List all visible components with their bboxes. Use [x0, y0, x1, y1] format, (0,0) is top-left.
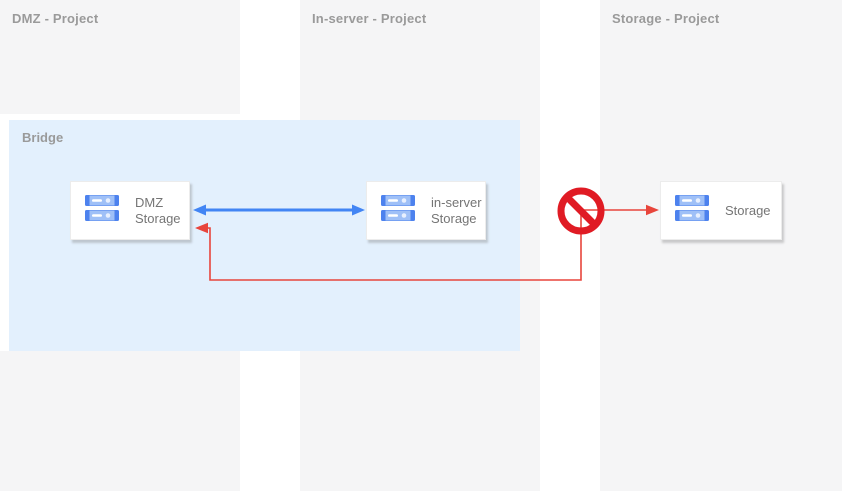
lane-in-server-title: In-server - Project: [312, 11, 427, 26]
node-label-line2: Storage: [135, 210, 181, 226]
bridge-title: Bridge: [22, 130, 64, 145]
lane-dmz-project-lower: [0, 351, 240, 491]
node-dmz-storage-label: DMZ Storage: [135, 195, 181, 227]
lane-storage-title: Storage - Project: [612, 11, 720, 26]
node-label-line2: Storage: [431, 210, 477, 226]
lane-dmz-project: DMZ - Project: [0, 0, 240, 114]
node-label-line1: in-server: [431, 194, 482, 210]
node-label-line1: Storage: [725, 202, 771, 218]
lane-dmz-title: DMZ - Project: [12, 11, 99, 26]
node-storage[interactable]: Storage: [660, 181, 782, 240]
storage-icon: [675, 195, 709, 226]
storage-icon: [85, 195, 119, 226]
storage-icon: [381, 195, 415, 226]
lane-storage-project: Storage - Project: [600, 0, 842, 491]
no-entry-icon: [557, 187, 605, 235]
node-in-server-storage-label: in-server Storage: [431, 195, 482, 227]
node-storage-label: Storage: [725, 203, 771, 219]
node-in-server-storage[interactable]: in-server Storage: [366, 181, 486, 240]
node-label-line1: DMZ: [135, 194, 164, 210]
node-dmz-storage[interactable]: DMZ Storage: [70, 181, 190, 240]
